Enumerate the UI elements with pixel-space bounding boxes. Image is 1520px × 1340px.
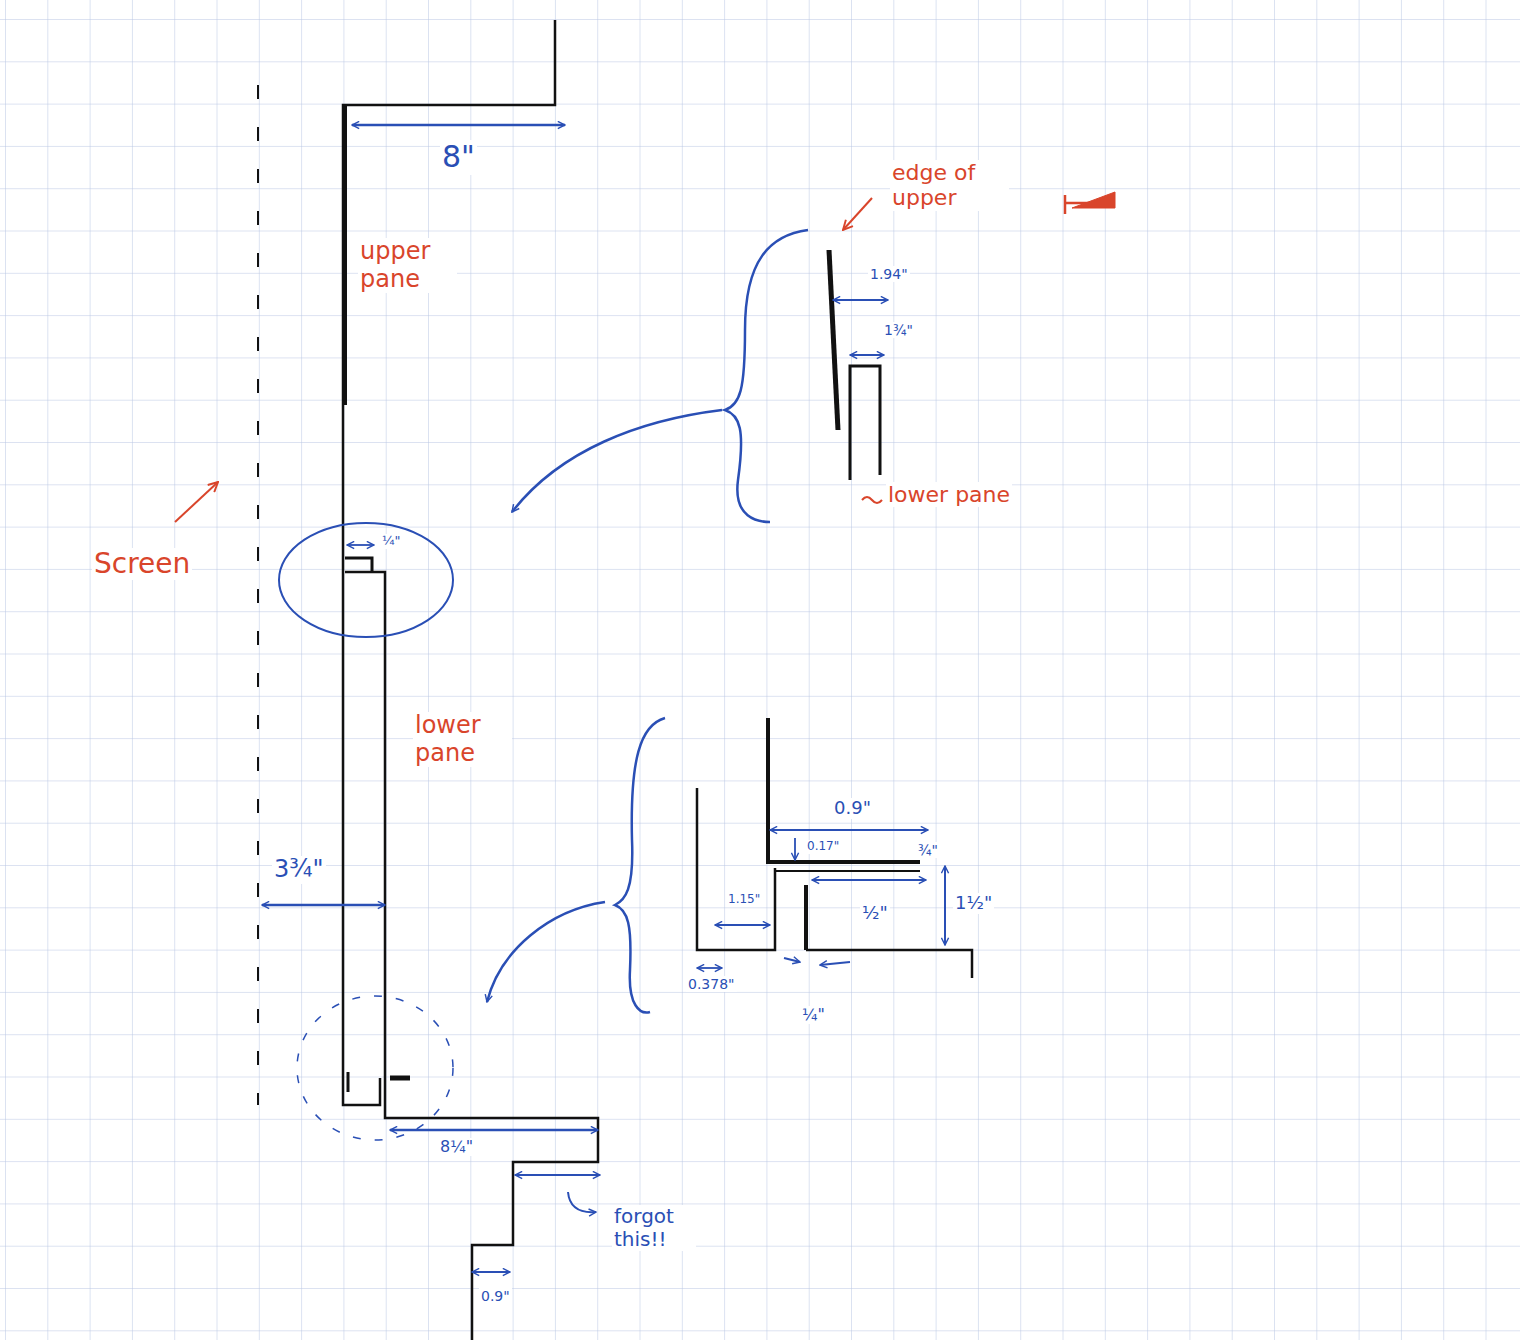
dimension-arrow: [770, 829, 928, 831]
dimension-arrow: [262, 904, 385, 907]
pointer-arrow: [512, 410, 722, 512]
upper-pane-edge: [829, 250, 838, 430]
annotation-label: 1.94": [868, 266, 910, 282]
sash-profile: [806, 950, 972, 978]
dimension-arrow: [347, 544, 374, 546]
dimension-arrow: [812, 879, 926, 881]
sill-detail: [347, 1072, 350, 1092]
bracket: [725, 230, 808, 522]
sill-detail: [390, 1076, 410, 1081]
dimension-arrow: [820, 962, 850, 965]
pointer-arrow: [843, 198, 872, 230]
annotation-label: 1¾": [882, 322, 915, 338]
dimension-arrow: [850, 354, 884, 356]
annotation-label: Screen: [92, 548, 192, 580]
dimension-arrow: [697, 967, 722, 969]
annotation-label: upper pane: [358, 238, 457, 293]
dimension-arrow: [390, 1129, 598, 1132]
detail-circle: ¼": [278, 522, 454, 638]
lower-pane-sill: [345, 572, 598, 1340]
squiggle: [862, 497, 882, 503]
annotation-label: ¾": [916, 842, 940, 858]
sash-profile: [768, 718, 920, 862]
annotation-label: 0.9": [832, 798, 873, 819]
pointer-arrow: [487, 902, 605, 1002]
dimension-arrow: [515, 1174, 600, 1176]
annotation-label: 1½": [953, 893, 994, 914]
annotation-label: 0.378": [686, 976, 737, 992]
annotation-label: lower pane: [413, 712, 512, 767]
annotation-label: 3¾": [272, 856, 326, 884]
dimension-arrow: [472, 1271, 510, 1273]
dimension-arrow: [352, 124, 565, 127]
pane-symbol: [1072, 192, 1115, 208]
lower-pane-detail: [850, 366, 880, 480]
dimension-arrow: [833, 299, 888, 301]
circle-outline: [278, 522, 454, 638]
pane-ledge: [345, 558, 372, 572]
sash-profile: [804, 885, 808, 950]
sash-profile: [775, 870, 920, 872]
annotation-label: 8": [440, 140, 477, 175]
annotation-label: 0.9": [479, 1288, 512, 1304]
annotation-label: 8¼": [438, 1138, 475, 1156]
screen-line: [257, 85, 259, 1105]
annotation-label: 1.15": [726, 893, 762, 907]
annotation-label: edge of upper: [890, 160, 1009, 211]
dimension-arrow: [944, 866, 946, 945]
sash-profile: [697, 788, 775, 950]
bracket: [615, 718, 665, 1013]
annotation-label: forgot this!!: [612, 1205, 696, 1251]
circle-outline: [279, 523, 453, 637]
dimension-arrow: [794, 838, 796, 860]
dimension-arrow: [715, 924, 770, 926]
annotation-label: 0.17": [805, 840, 841, 854]
annotation-label: ¼": [800, 1006, 827, 1024]
pointer-arrow: [175, 482, 218, 522]
detail-circle: [297, 996, 453, 1140]
upper-pane: [343, 105, 347, 405]
dimension-label: ¼": [380, 534, 403, 549]
annotation-label: lower pane: [886, 482, 1012, 507]
dimension-arrow: [784, 958, 800, 962]
note-arrow: [568, 1192, 596, 1212]
annotation-label: ½": [860, 903, 890, 924]
